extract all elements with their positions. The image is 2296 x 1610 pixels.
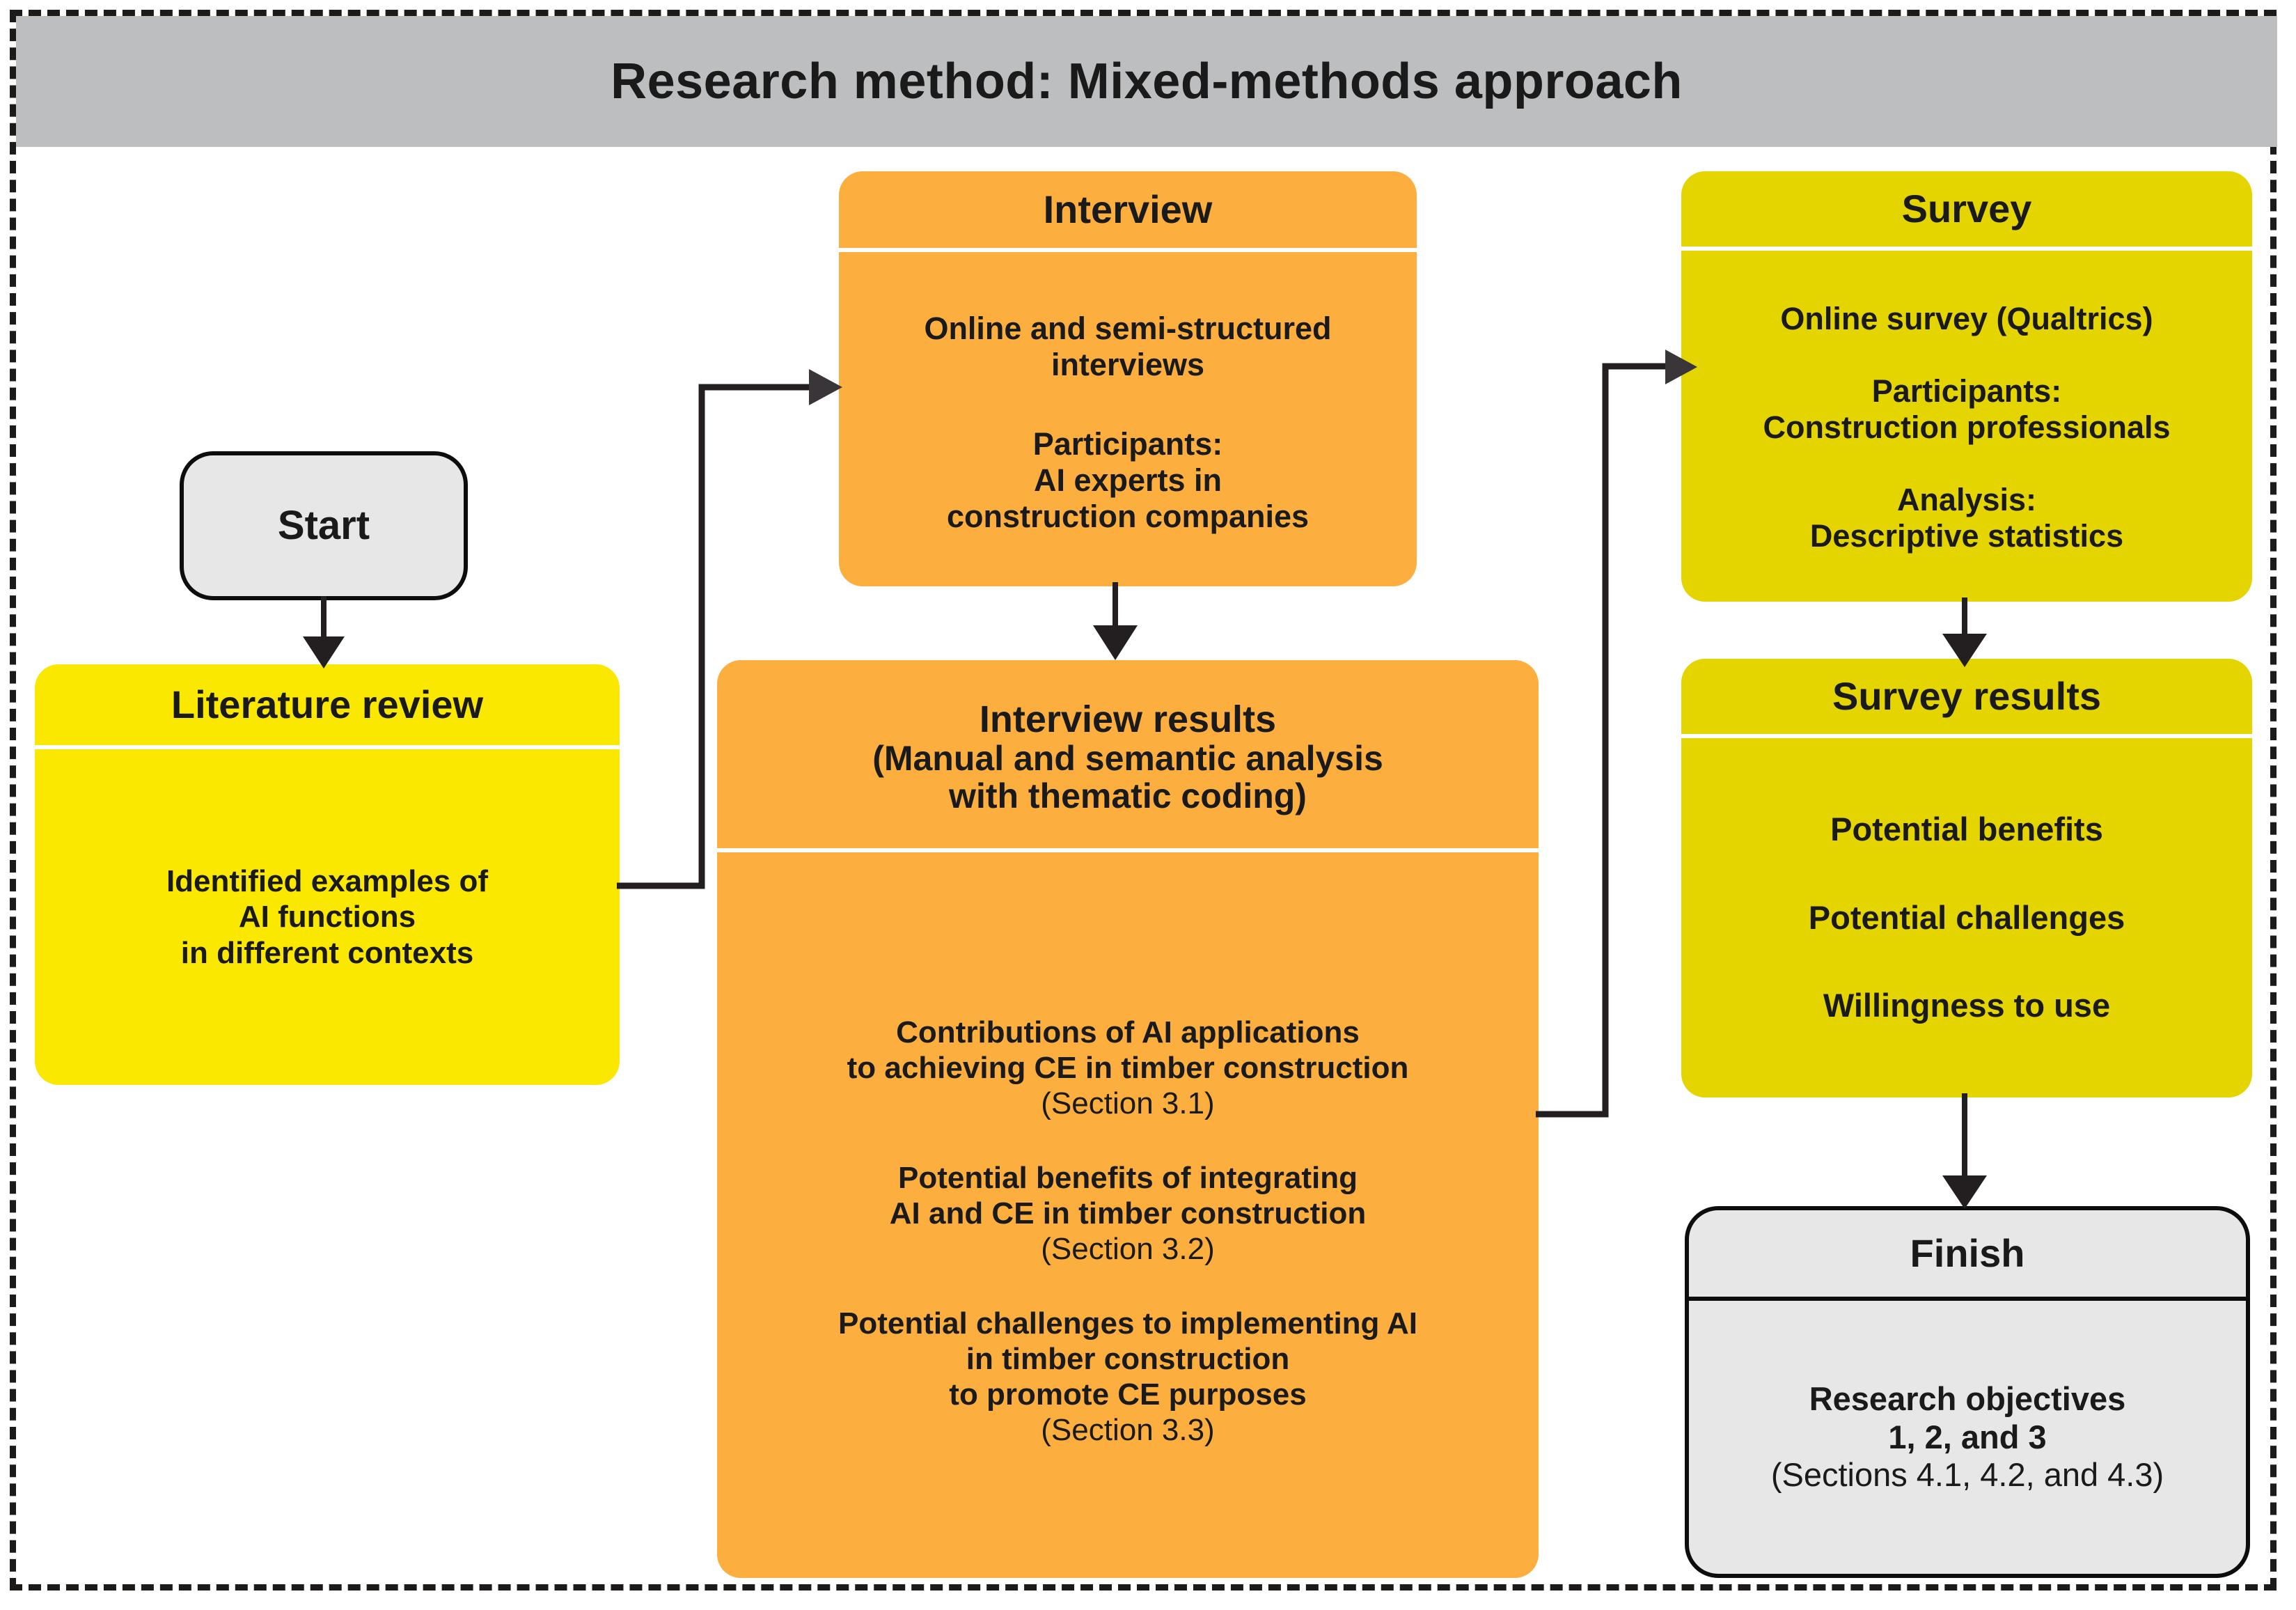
node-interview-results-body: Contributions of AI applications to achi…	[717, 852, 1539, 1578]
node-finish-title: Finish	[1910, 1230, 2025, 1275]
node-divider	[839, 248, 1417, 252]
body-group: Potential challenges to implementing AI …	[838, 1306, 1417, 1448]
node-divider	[1689, 1297, 2246, 1301]
body-section-note: (Sections 4.1, 4.2, and 4.3)	[1770, 1456, 2164, 1494]
body-section-note: (Section 3.1)	[1041, 1086, 1215, 1120]
node-survey-results-title: Survey results	[1832, 673, 2101, 718]
body-line: 1, 2, and 3	[1888, 1418, 2047, 1455]
body-line: to promote CE purposes	[949, 1377, 1307, 1412]
node-survey-results-body: Potential benefits Potential challenges …	[1681, 738, 2252, 1097]
body-line: Research objectives	[1809, 1380, 2126, 1418]
body-line: Participants:	[1871, 373, 2062, 409]
body-line: Online and semi-structured	[924, 310, 1332, 346]
body-line: Participants:	[1032, 425, 1223, 462]
node-title-line: Interview results	[979, 698, 1277, 740]
body-line: Identified examples of	[166, 864, 489, 899]
node-survey: Survey Online survey (Qualtrics) Partici…	[1681, 171, 2252, 602]
body-line: Descriptive statistics	[1809, 518, 2124, 554]
body-line: Contributions of AI applications	[896, 1015, 1360, 1049]
body-line: in different contexts	[180, 935, 474, 970]
node-interview-body: Online and semi-structured interviews Pa…	[839, 252, 1417, 586]
body-line: AI experts in	[1033, 462, 1222, 499]
node-survey-title: Survey	[1901, 186, 2032, 230]
node-start: Start	[180, 451, 468, 600]
body-line: Analysis:	[1896, 482, 2037, 518]
node-interview-results: Interview results (Manual and semantic a…	[717, 660, 1539, 1578]
body-group: Contributions of AI applications to achi…	[847, 1015, 1409, 1121]
body-group: Participants: Construction professionals	[1763, 373, 2170, 446]
diagram-outer-frame	[10, 10, 2277, 1591]
node-literature-review-body: Identified examples of AI functions in d…	[35, 749, 620, 1085]
node-literature-review-title: Literature review	[171, 682, 484, 726]
body-line: interviews	[1051, 346, 1205, 382]
body-line: Potential benefits	[1830, 811, 2103, 848]
node-subtitle-line: with thematic coding)	[949, 776, 1307, 816]
node-divider	[717, 848, 1539, 852]
body-group: Analysis: Descriptive statistics	[1810, 482, 2123, 554]
body-line: AI functions	[238, 900, 416, 935]
body-line: Construction professionals	[1763, 409, 2171, 445]
body-line: Potential challenges	[1808, 898, 2125, 936]
node-survey-body: Online survey (Qualtrics) Participants: …	[1681, 251, 2252, 602]
body-line: Online survey (Qualtrics)	[1780, 300, 2153, 336]
body-group: Potential benefits of integrating AI and…	[890, 1160, 1367, 1267]
body-line: in timber construction	[966, 1342, 1290, 1377]
node-survey-results: Survey results Potential benefits Potent…	[1681, 659, 2252, 1097]
body-section-note: (Section 3.3)	[1041, 1413, 1215, 1448]
body-line: Potential challenges to implementing AI	[838, 1306, 1418, 1341]
node-interview-title: Interview	[1043, 187, 1213, 231]
body-line: construction companies	[946, 499, 1310, 535]
node-finish: Finish Research objectives 1, 2, and 3 (…	[1685, 1206, 2250, 1578]
node-divider	[35, 745, 620, 749]
node-interview: Interview Online and semi-structured int…	[839, 171, 1417, 586]
body-section-note: (Section 3.2)	[1041, 1232, 1215, 1266]
node-start-label: Start	[277, 502, 370, 548]
node-interview-results-title: Interview results (Manual and semantic a…	[717, 660, 1539, 848]
page-title: Research method: Mixed-methods approach	[611, 54, 1683, 109]
body-line: Potential benefits of integrating	[897, 1160, 1358, 1195]
node-divider	[1681, 247, 2252, 251]
body-line: Willingness to use	[1823, 987, 2111, 1024]
body-line: AI and CE in timber construction	[889, 1196, 1367, 1230]
body-group: Online and semi-structured interviews	[924, 311, 1331, 383]
body-group: Online survey (Qualtrics)	[1780, 301, 2153, 337]
node-subtitle-line: (Manual and semantic analysis	[872, 739, 1383, 779]
node-divider	[1681, 734, 2252, 738]
body-line: to achieving CE in timber construction	[847, 1050, 1409, 1085]
node-finish-body: Research objectives 1, 2, and 3 (Section…	[1689, 1301, 2246, 1574]
node-literature-review: Literature review Identified examples of…	[35, 664, 620, 1085]
body-group: Participants: AI experts in construction…	[947, 426, 1309, 536]
diagram-header-banner: Research method: Mixed-methods approach	[16, 16, 2277, 147]
